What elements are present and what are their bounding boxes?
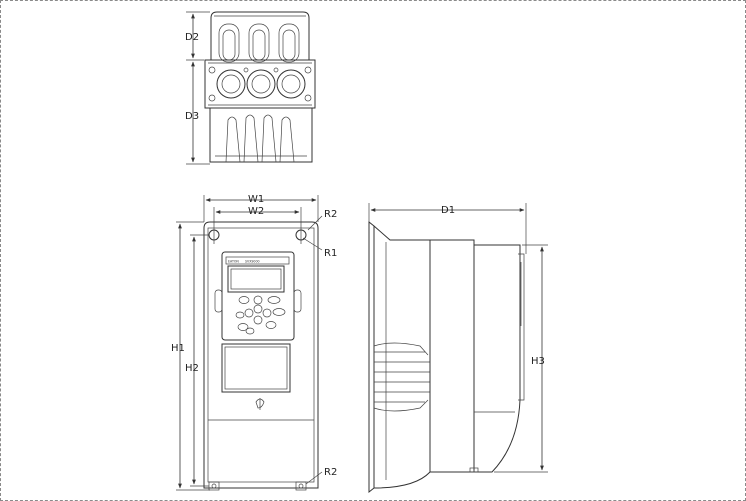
label-d1: D1 xyxy=(441,205,455,216)
top-view xyxy=(204,11,316,163)
dim-d2-d3 xyxy=(186,11,210,165)
cable-gland-openings xyxy=(208,66,312,102)
label-r1: R1 xyxy=(324,248,337,259)
side-view xyxy=(368,220,525,494)
label-h2: H2 xyxy=(185,363,199,374)
heatsink-fins xyxy=(373,342,430,412)
front-view: EATON SVX9000 xyxy=(203,221,319,491)
label-r2-top: R2 xyxy=(324,209,337,220)
label-h3: H3 xyxy=(531,356,545,367)
dim-d1-h3 xyxy=(368,203,548,473)
label-h1: H1 xyxy=(171,343,185,354)
keypad-panel: EATON SVX9000 xyxy=(221,251,295,341)
radius-callouts xyxy=(302,215,323,485)
dim-w1-w2 xyxy=(203,195,319,230)
keypad-brand: EATON xyxy=(228,260,239,264)
label-w1: W1 xyxy=(248,194,264,205)
dim-h1-h2 xyxy=(176,221,210,491)
label-d3: D3 xyxy=(185,111,199,122)
label-w2: W2 xyxy=(248,206,264,217)
keypad-model: SVX9000 xyxy=(245,260,260,264)
keypad-buttons xyxy=(235,295,286,335)
cable-gland-columns xyxy=(218,23,300,63)
label-r2-bottom: R2 xyxy=(324,467,337,478)
label-d2: D2 xyxy=(185,32,199,43)
